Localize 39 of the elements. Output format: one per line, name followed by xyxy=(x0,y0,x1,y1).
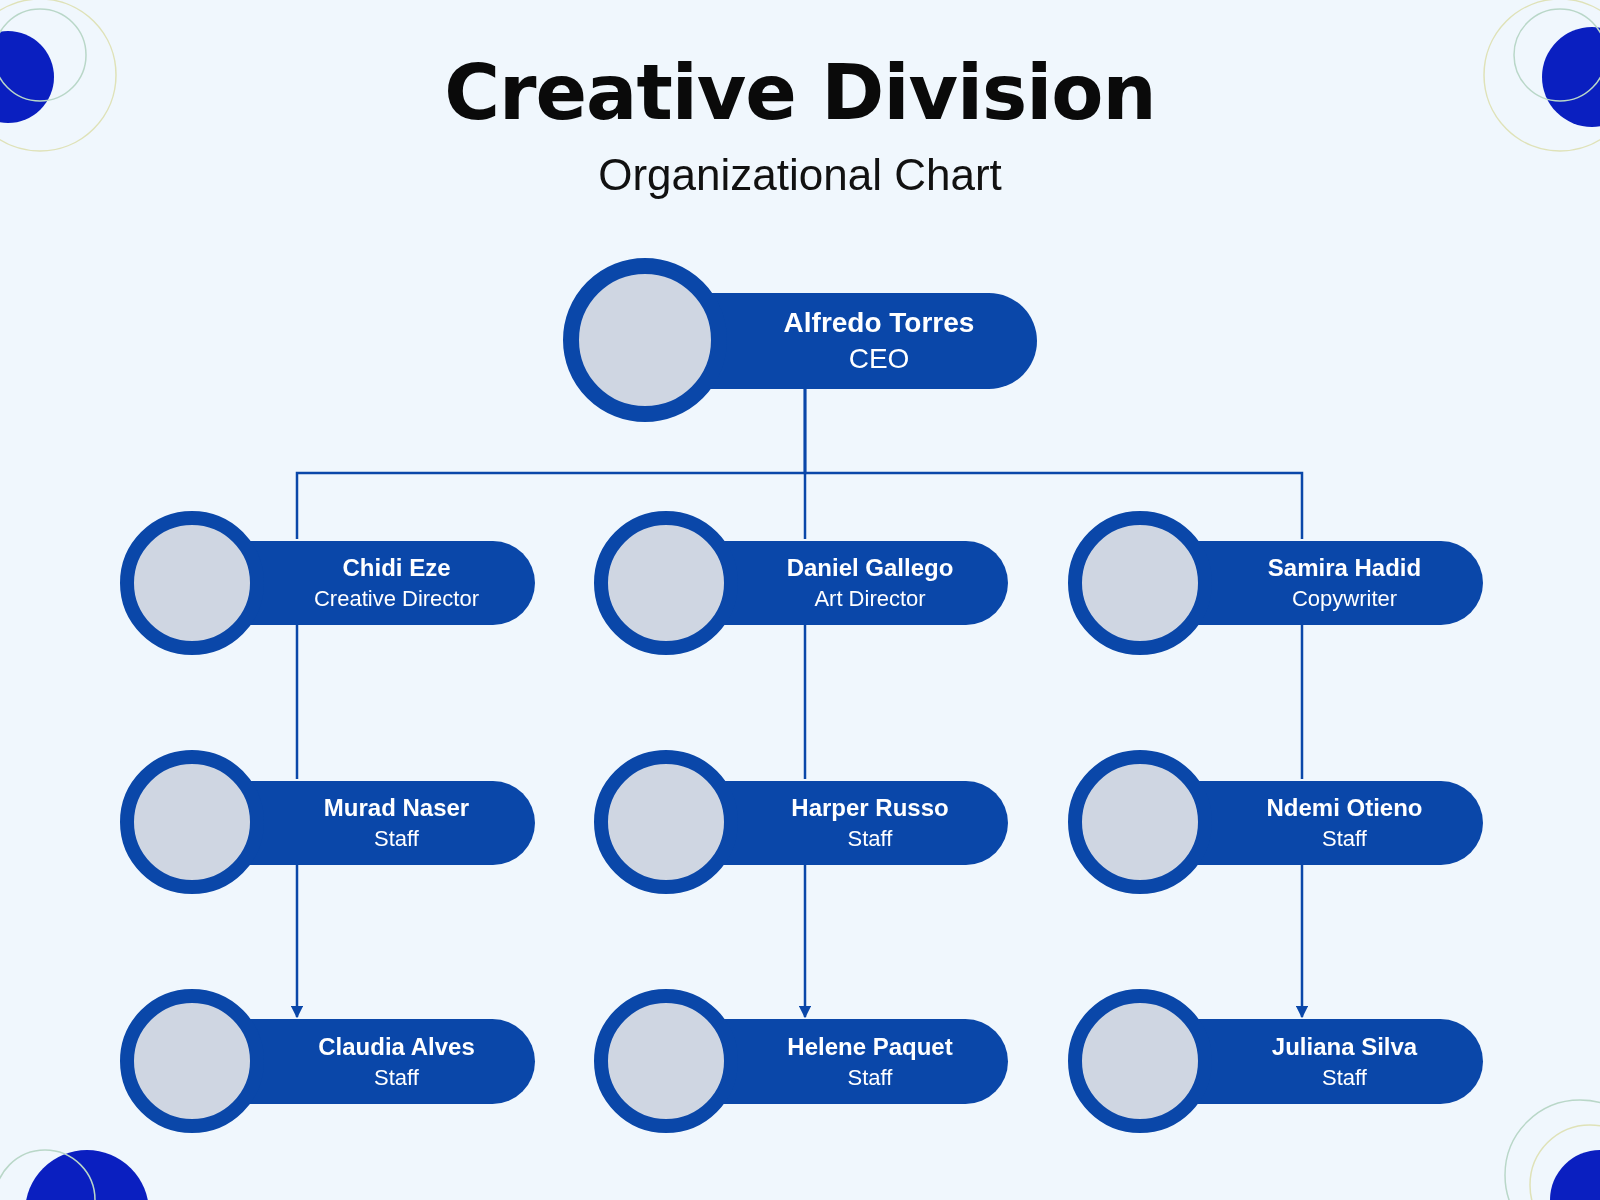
profile-badge xyxy=(120,750,535,894)
person-name: Helene Paquet xyxy=(787,1032,953,1061)
profile-badge xyxy=(120,511,535,655)
connector-line xyxy=(803,625,807,779)
title: Creative Division xyxy=(444,48,1156,137)
job-title: Art Director xyxy=(814,586,926,612)
person-name: Alfredo Torres xyxy=(783,307,975,339)
arrow xyxy=(290,865,304,1019)
profile-badge xyxy=(594,989,1008,1133)
job-title: Copywriter xyxy=(1291,586,1398,612)
profile-badge xyxy=(1068,511,1483,655)
job-title: Staff xyxy=(374,1064,419,1091)
arrow xyxy=(798,865,812,1019)
profile-badge xyxy=(594,750,1008,894)
person-name: Claudia Alves xyxy=(318,1032,475,1061)
profile-badge xyxy=(120,989,535,1133)
job-title: Creative Director xyxy=(313,586,479,612)
profile-badge xyxy=(594,511,1008,655)
job-title: Staff xyxy=(847,826,893,852)
connector-line xyxy=(1300,625,1304,779)
person-name: Juliana Silva xyxy=(1271,1032,1418,1061)
job-title: Staff xyxy=(374,826,419,852)
profile-badge xyxy=(1068,750,1483,894)
job-title: Staff xyxy=(1322,1064,1367,1091)
job-title: Staff xyxy=(1322,826,1367,852)
connector-line xyxy=(295,625,299,779)
person-name: Chidi Eze xyxy=(342,554,451,582)
connector-line xyxy=(803,389,1304,539)
person-name: Murad Naser xyxy=(323,794,470,822)
subtitle: Organizational Chart xyxy=(598,150,1002,200)
profile-badge xyxy=(563,258,1037,422)
person-name: Ndemi Otieno xyxy=(1266,794,1423,822)
person-name: Harper Russo xyxy=(791,794,949,822)
job-title: Staff xyxy=(847,1064,893,1091)
arrow xyxy=(1295,865,1309,1019)
person-name: Daniel Gallego xyxy=(786,554,954,582)
profile-badge xyxy=(1068,989,1483,1133)
person-name: Samira Hadid xyxy=(1267,554,1422,582)
job-title: CEO xyxy=(848,343,910,375)
